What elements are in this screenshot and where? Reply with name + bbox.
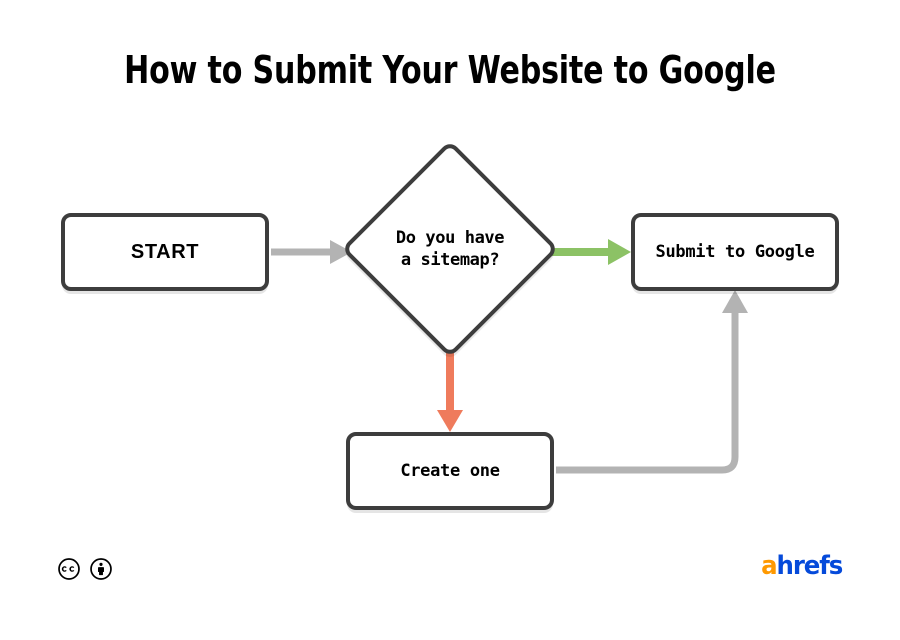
creative-commons-by-icon (90, 558, 112, 580)
node-submit-label: Submit to Google (655, 241, 815, 262)
creative-commons-icon (58, 558, 80, 580)
node-start-label: START (130, 240, 200, 263)
page-title: How to Submit Your Website to Google (124, 48, 776, 92)
node-create-one[interactable]: Create one (346, 432, 554, 510)
ahrefs-logo: ahrefs (761, 551, 843, 581)
node-create-label: Create one (400, 460, 500, 481)
node-submit-to-google[interactable]: Submit to Google (631, 213, 839, 291)
connector-decision-yes-to-submit (552, 239, 631, 265)
node-decision-label: Do you have a sitemap? (395, 227, 505, 270)
ahrefs-logo-text: hrefs (776, 551, 843, 581)
node-start[interactable]: START (61, 213, 269, 291)
node-decision[interactable]: Do you have a sitemap? (341, 140, 559, 358)
license-badges (58, 558, 112, 580)
connector-decision-no-to-create (437, 353, 463, 432)
ahrefs-logo-accent: a (761, 551, 778, 581)
connector-start-to-decision (271, 240, 352, 264)
connector-create-to-submit (556, 290, 748, 474)
